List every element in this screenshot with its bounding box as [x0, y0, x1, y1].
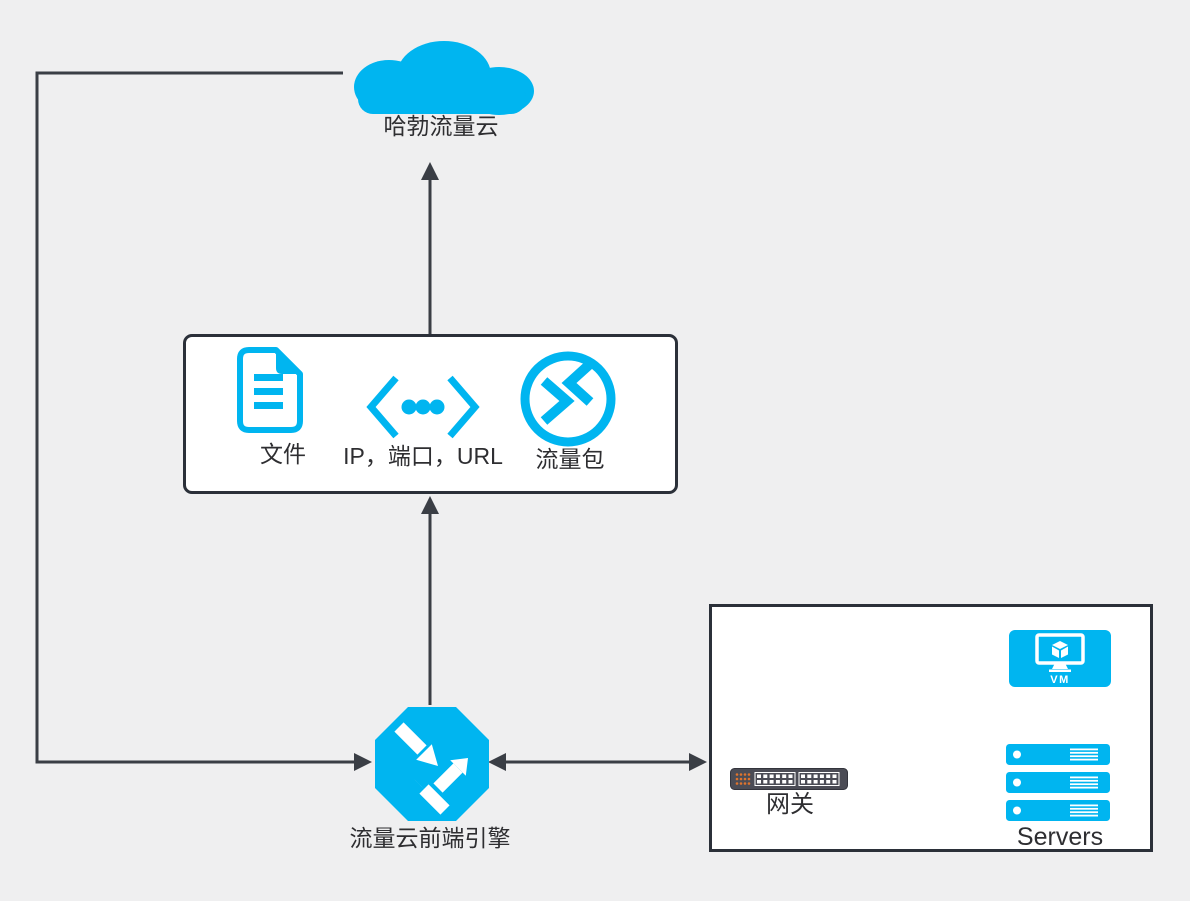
cloud-label: 哈勃流量云 [383, 113, 499, 139]
arrow-engine-to-indicator-box [421, 496, 439, 705]
vm-node: VM [1009, 630, 1111, 687]
ip-port-url-label: IP，端口，URL [343, 443, 503, 469]
arrow-engine-datacenter-bidirectional [488, 753, 707, 771]
traffic-package-icon [520, 351, 616, 447]
datacenter-box: VM [709, 604, 1153, 852]
servers-label: Servers [1016, 823, 1104, 851]
exchange-octagon-icon [375, 707, 489, 821]
engine-node: 流量云前端引擎 [350, 706, 511, 851]
indicator-box: 文件 IP，端口，URL 流量包 [183, 334, 678, 494]
servers-node: Servers [1006, 744, 1110, 851]
cloud-icon [354, 41, 534, 115]
code-brackets-icon [366, 375, 480, 439]
arrow-indicator-box-to-cloud [421, 162, 439, 335]
vm-label: VM [1050, 674, 1070, 686]
vm-icon: VM [1035, 633, 1085, 686]
gateway-switch-icon [730, 768, 848, 790]
gateway-node: 网关 [730, 768, 848, 818]
engine-label: 流量云前端引擎 [349, 825, 511, 851]
cloud-node: 哈勃流量云 [340, 38, 544, 139]
gateway-label: 网关 [766, 791, 814, 818]
file-icon [237, 347, 303, 433]
server-stack-icon [1006, 744, 1110, 821]
file-label: 文件 [260, 441, 306, 467]
traffic-package-label: 流量包 [535, 446, 605, 472]
